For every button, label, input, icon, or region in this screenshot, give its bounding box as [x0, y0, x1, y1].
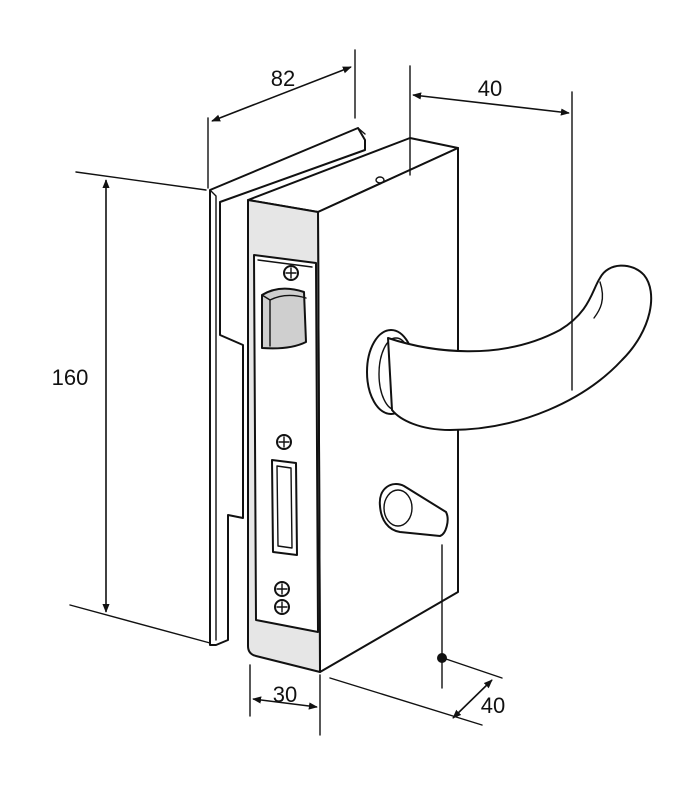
- dimension-82: 82: [207, 49, 356, 189]
- dimension-40-spindle: 40: [329, 544, 505, 726]
- dimension-160-label: 160: [52, 365, 89, 390]
- top-screw-hole: [375, 176, 385, 184]
- dimension-40-handle: 40: [409, 65, 573, 391]
- faceplate-screw-top: [283, 265, 299, 281]
- dimension-82-label: 82: [271, 66, 295, 91]
- dimension-40-handle-label: 40: [478, 76, 502, 101]
- dimension-30-label: 30: [273, 682, 297, 707]
- dimension-160: 160: [52, 171, 211, 644]
- latch-bolt: [261, 287, 307, 350]
- spindle-center-dot: [437, 653, 447, 663]
- dimension-40-spindle-label: 40: [481, 693, 505, 718]
- thumb-turn: [378, 483, 449, 537]
- deadbolt-slot: [271, 459, 298, 556]
- glass-clamp-plate: [209, 127, 366, 646]
- dimension-30: 30: [249, 664, 321, 736]
- faceplate-screw-lower: [274, 581, 290, 597]
- lever-handle: [366, 264, 653, 431]
- faceplate-screw-middle: [276, 434, 292, 450]
- faceplate-screw-bottom: [274, 599, 290, 615]
